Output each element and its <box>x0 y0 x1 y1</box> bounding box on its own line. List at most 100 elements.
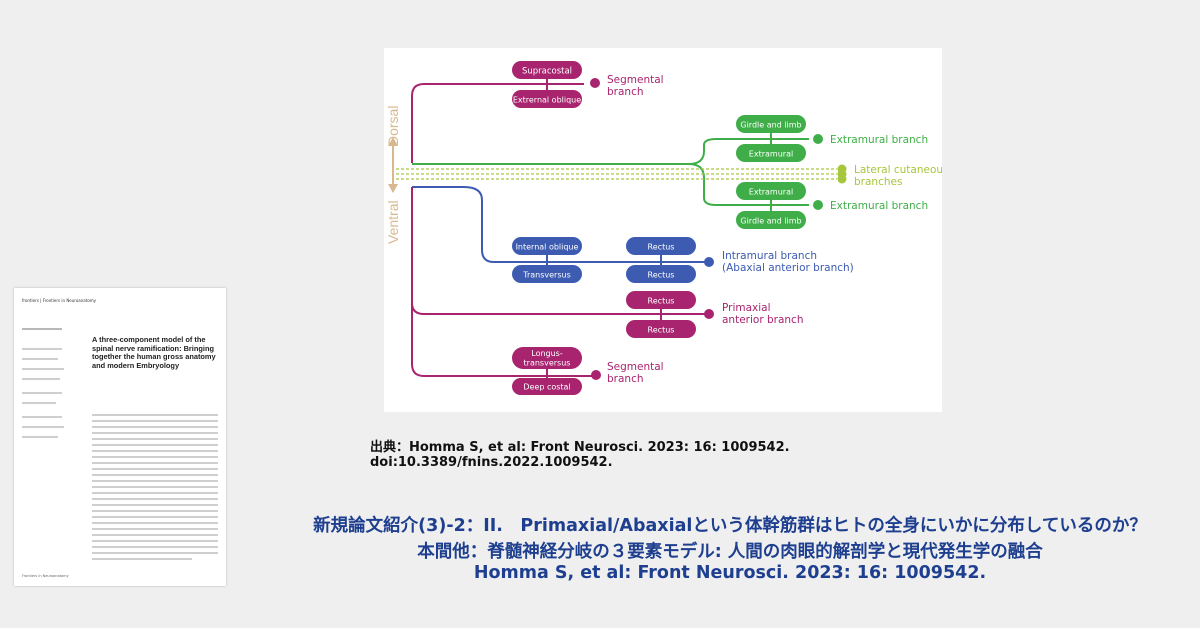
segmental-top-line <box>411 83 584 163</box>
extramural-bottom-line <box>688 163 809 206</box>
label-extramural-branch-bottom: Extramural branch <box>830 200 928 212</box>
headline-line-3: Homma S, et al: Front Neurosci. 2023: 16… <box>473 563 987 583</box>
label-lateral-cutaneous-1: Lateral cutaneous <box>854 164 942 176</box>
diagram-panel: Dorsal Ventral Supracostal Extrernal obl… <box>384 48 942 412</box>
paper-body-line <box>92 450 218 453</box>
paper-body-line <box>92 510 218 513</box>
paper-body-line <box>92 468 218 471</box>
paper-sidebar-line <box>22 378 60 381</box>
paper-sidebar-line <box>22 436 58 439</box>
primaxial-dot <box>704 309 714 319</box>
paper-sidebar-line <box>22 392 62 395</box>
box-internal-oblique-label: Internal oblique <box>516 243 579 252</box>
label-segmental-bottom-2: branch <box>607 373 644 385</box>
paper-body-line <box>92 552 218 555</box>
lateral-dot-3 <box>837 174 847 184</box>
label-intramural-1: Intramural branch <box>722 250 817 262</box>
paper-footer: Frontiers in Neuroanatomy <box>22 574 69 578</box>
box-internal-oblique <box>512 237 582 255</box>
label-intramural-2: (Abaxial anterior branch) <box>722 262 854 274</box>
label-segmental-bottom-1: Segmental <box>607 361 664 373</box>
paper-body-line <box>92 498 218 501</box>
box-rectus-blue-2-label: Rectus <box>648 271 675 280</box>
paper-body-line <box>92 462 218 465</box>
paper-body-line <box>92 558 192 561</box>
paper-sidebar-line <box>22 358 58 361</box>
paper-body-line <box>92 438 218 441</box>
paper-body-line <box>92 474 218 477</box>
paper-body-line <box>92 444 218 447</box>
box-deep-costal <box>512 378 582 395</box>
box-longus-line2: transversus <box>524 359 571 368</box>
paper-body-line <box>92 426 218 429</box>
axis-arrow-down <box>388 184 398 193</box>
segmental-bottom-line <box>411 187 596 377</box>
paper-body-line <box>92 414 218 417</box>
box-extramural-top <box>736 144 806 162</box>
paper-body-line <box>92 528 218 531</box>
box-transversus <box>512 265 582 283</box>
paper-body-line <box>92 504 218 507</box>
paper-title: A three-component model of the spinal ne… <box>92 335 216 370</box>
label-primaxial-2: anterior branch <box>722 314 803 326</box>
box-rectus-mag-2 <box>626 320 696 338</box>
axis-arrow-up <box>388 137 398 146</box>
label-segmental-top-1: Segmental <box>607 74 664 86</box>
extramural-top-dot <box>813 134 823 144</box>
box-rectus-blue-2 <box>626 265 696 283</box>
label-lateral-cutaneous-2: branches <box>854 176 902 188</box>
headline-line-1: 新規論文紹介(3)-2：II. Primaxial/Abaxialという体幹筋群… <box>313 516 1147 536</box>
box-girdle-limb-bottom <box>736 211 806 229</box>
paper-body-line <box>92 522 218 525</box>
paper-body-line <box>92 516 218 519</box>
segmental-bottom-dot <box>591 370 601 380</box>
box-extramural-bottom <box>736 182 806 200</box>
box-deep-costal-label: Deep costal <box>523 383 570 392</box>
box-extramural-bottom-label: Extramural <box>749 188 793 197</box>
axis-label-ventral: Ventral <box>385 200 401 244</box>
label-extramural-branch-top: Extramural branch <box>830 134 928 146</box>
intramural-dot <box>704 257 714 267</box>
paper-sidebar-line <box>22 416 62 419</box>
source-caption: 出典：Homma S, et al: Front Neurosci. 2023:… <box>370 440 790 470</box>
label-segmental-top-2: branch <box>607 86 644 98</box>
box-external-oblique-label: Extrernal oblique <box>513 96 581 105</box>
box-rectus-mag-2-label: Rectus <box>648 326 675 335</box>
box-external-oblique <box>512 90 582 108</box>
paper-sidebar-line <box>22 426 64 429</box>
box-transversus-label: Transversus <box>522 271 571 280</box>
paper-body-line <box>92 480 218 483</box>
paper-body-line <box>92 540 218 543</box>
paper-body-line <box>92 432 218 435</box>
axis-label-dorsal: Dorsal <box>385 106 401 146</box>
paper-body-line <box>92 456 218 459</box>
spinal-nerve-diagram: Dorsal Ventral Supracostal Extrernal obl… <box>385 61 942 395</box>
box-rectus-mag-1-label: Rectus <box>648 297 675 306</box>
box-rectus-blue-1-label: Rectus <box>648 243 675 252</box>
paper-sidebar-line <box>22 402 56 405</box>
paper-body-line <box>92 546 218 549</box>
paper-logo: frontiers | Frontiers in Neuroanatomy <box>22 298 97 303</box>
box-extramural-top-label: Extramural <box>749 150 793 159</box>
paper-thumbnail: frontiers | Frontiers in Neuroanatomy A … <box>14 288 226 586</box>
box-girdle-limb-top-label: Girdle and limb <box>740 121 801 130</box>
intramural-line <box>412 186 709 263</box>
paper-sidebar-line <box>22 368 64 371</box>
paper-sidebar-line <box>22 328 62 331</box>
box-longus-transversus <box>512 347 582 369</box>
label-primaxial-1: Primaxial <box>722 302 771 314</box>
box-supracostal-label: Supracostal <box>522 67 572 77</box>
extramural-bottom-dot <box>813 200 823 210</box>
paper-body-line <box>92 420 218 423</box>
extramural-top-line <box>688 138 809 165</box>
box-longus-line1: Longus- <box>531 349 563 358</box>
box-girdle-limb-bottom-label: Girdle and limb <box>740 217 801 226</box>
paper-sidebar-line <box>22 348 62 351</box>
paper-body-line <box>92 486 218 489</box>
box-rectus-blue-1 <box>626 237 696 255</box>
segmental-top-dot <box>590 78 600 88</box>
headline-line-2: 本間他：脊髄神経分岐の３要素モデル: 人間の肉眼的解剖学と現代発生学の融合 <box>417 542 1043 562</box>
box-rectus-mag-1 <box>626 291 696 309</box>
paper-body-line <box>92 534 218 537</box>
box-supracostal <box>512 61 582 79</box>
